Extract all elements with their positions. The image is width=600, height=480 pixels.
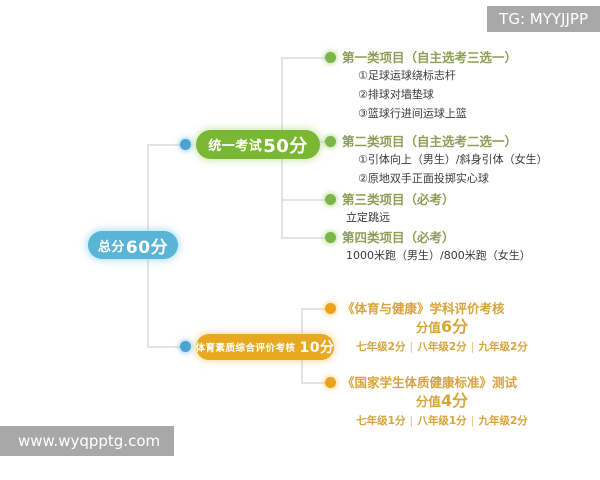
dot-category-4 (325, 232, 336, 243)
grade-value: 八年级1分 (417, 415, 467, 427)
category-1: 第一类项目（自主选考三选一） ①足球运球绕标志杆 ②排球对墙垫球 ③篮球行进间运… (342, 50, 517, 123)
category-2-items: ①引体向上（男生）/斜身引体（女生） ②原地双手正面投掷实心球 (342, 150, 548, 188)
list-item: ②原地双手正面投掷实心球 (358, 172, 489, 185)
telegram-watermark: TG: MYYJJPP (487, 6, 600, 32)
node-quality-eval-label: 体育素质综合评价考核 (195, 343, 296, 354)
quality-category-2: 《国家学生体质健康标准》测试 分值4分 七年级1分|八年级1分|九年级2分 (342, 375, 542, 430)
list-item: ②排球对墙垫球 (358, 88, 434, 101)
dot-quality-category-2 (325, 377, 336, 388)
category-1-items: ①足球运球绕标志杆 ②排球对墙垫球 ③篮球行进间运球上篮 (342, 66, 517, 123)
node-unified-exam-label: 统一考试 (208, 139, 263, 154)
node-total-score-label: 总分 (97, 239, 125, 255)
dot-category-2 (325, 136, 336, 147)
quality-category-1-score: 分值6分 (342, 317, 542, 338)
category-3-heading: 第三类项目（必考） (342, 192, 455, 207)
grade-value: 九年级2分 (478, 415, 528, 427)
category-3: 第三类项目（必考） 立定跳远 (342, 192, 455, 227)
category-3-items: 立定跳远 (342, 208, 455, 227)
category-2: 第二类项目（自主选考二选一） ①引体向上（男生）/斜身引体（女生） ②原地双手正… (342, 134, 548, 188)
quality-category-2-heading: 《国家学生体质健康标准》测试 (342, 375, 518, 390)
dot-category-3 (325, 194, 336, 205)
quality-category-1: 《体育与健康》学科评价考核 分值6分 七年级2分|八年级2分|九年级2分 (342, 301, 542, 356)
dot-category-1 (325, 52, 336, 63)
grade-separator: | (409, 341, 414, 353)
category-4-heading: 第四类项目（必考） (342, 230, 455, 245)
node-unified-exam-value: 50分 (263, 135, 308, 157)
quality-category-1-heading: 《体育与健康》学科评价考核 (342, 301, 505, 316)
category-4-items: 1000米跑（男生）/800米跑（女生） (342, 246, 531, 265)
quality-category-2-score: 分值4分 (342, 391, 542, 412)
site-watermark: www.wyqpptg.com (0, 426, 175, 456)
dot-unified-exam (180, 139, 191, 150)
quality-category-1-score-label: 分值 (415, 320, 441, 335)
list-item: ①足球运球绕标志杆 (358, 69, 456, 82)
grade-separator: | (470, 341, 475, 353)
quality-category-2-score-label: 分值 (415, 394, 441, 409)
dot-quality-eval (180, 341, 191, 352)
quality-category-2-score-value: 4分 (440, 391, 469, 410)
quality-category-1-score-value: 6分 (440, 317, 469, 336)
category-1-heading: 第一类项目（自主选考三选一） (342, 50, 518, 65)
category-2-heading: 第二类项目（自主选考二选一） (342, 134, 518, 149)
grade-value: 七年级2分 (356, 341, 406, 353)
grade-separator: | (409, 415, 414, 427)
list-item: 1000米跑（男生）/800米跑（女生） (346, 249, 531, 262)
quality-category-2-grades: 七年级1分|八年级1分|九年级2分 (342, 412, 542, 430)
list-item: ③篮球行进间运球上篮 (358, 107, 467, 120)
category-4: 第四类项目（必考） 1000米跑（男生）/800米跑（女生） (342, 230, 531, 265)
grade-value: 九年级2分 (478, 341, 528, 353)
grade-separator: | (470, 415, 475, 427)
node-quality-eval-value: 10分 (299, 340, 335, 356)
list-item: ①引体向上（男生）/斜身引体（女生） (358, 153, 548, 166)
grade-value: 七年级1分 (356, 415, 406, 427)
quality-category-1-grades: 七年级2分|八年级2分|九年级2分 (342, 338, 542, 356)
list-item: 立定跳远 (346, 211, 390, 224)
node-total-score-value: 60分 (125, 237, 169, 258)
dot-quality-category-1 (325, 303, 336, 314)
grade-value: 八年级2分 (417, 341, 467, 353)
